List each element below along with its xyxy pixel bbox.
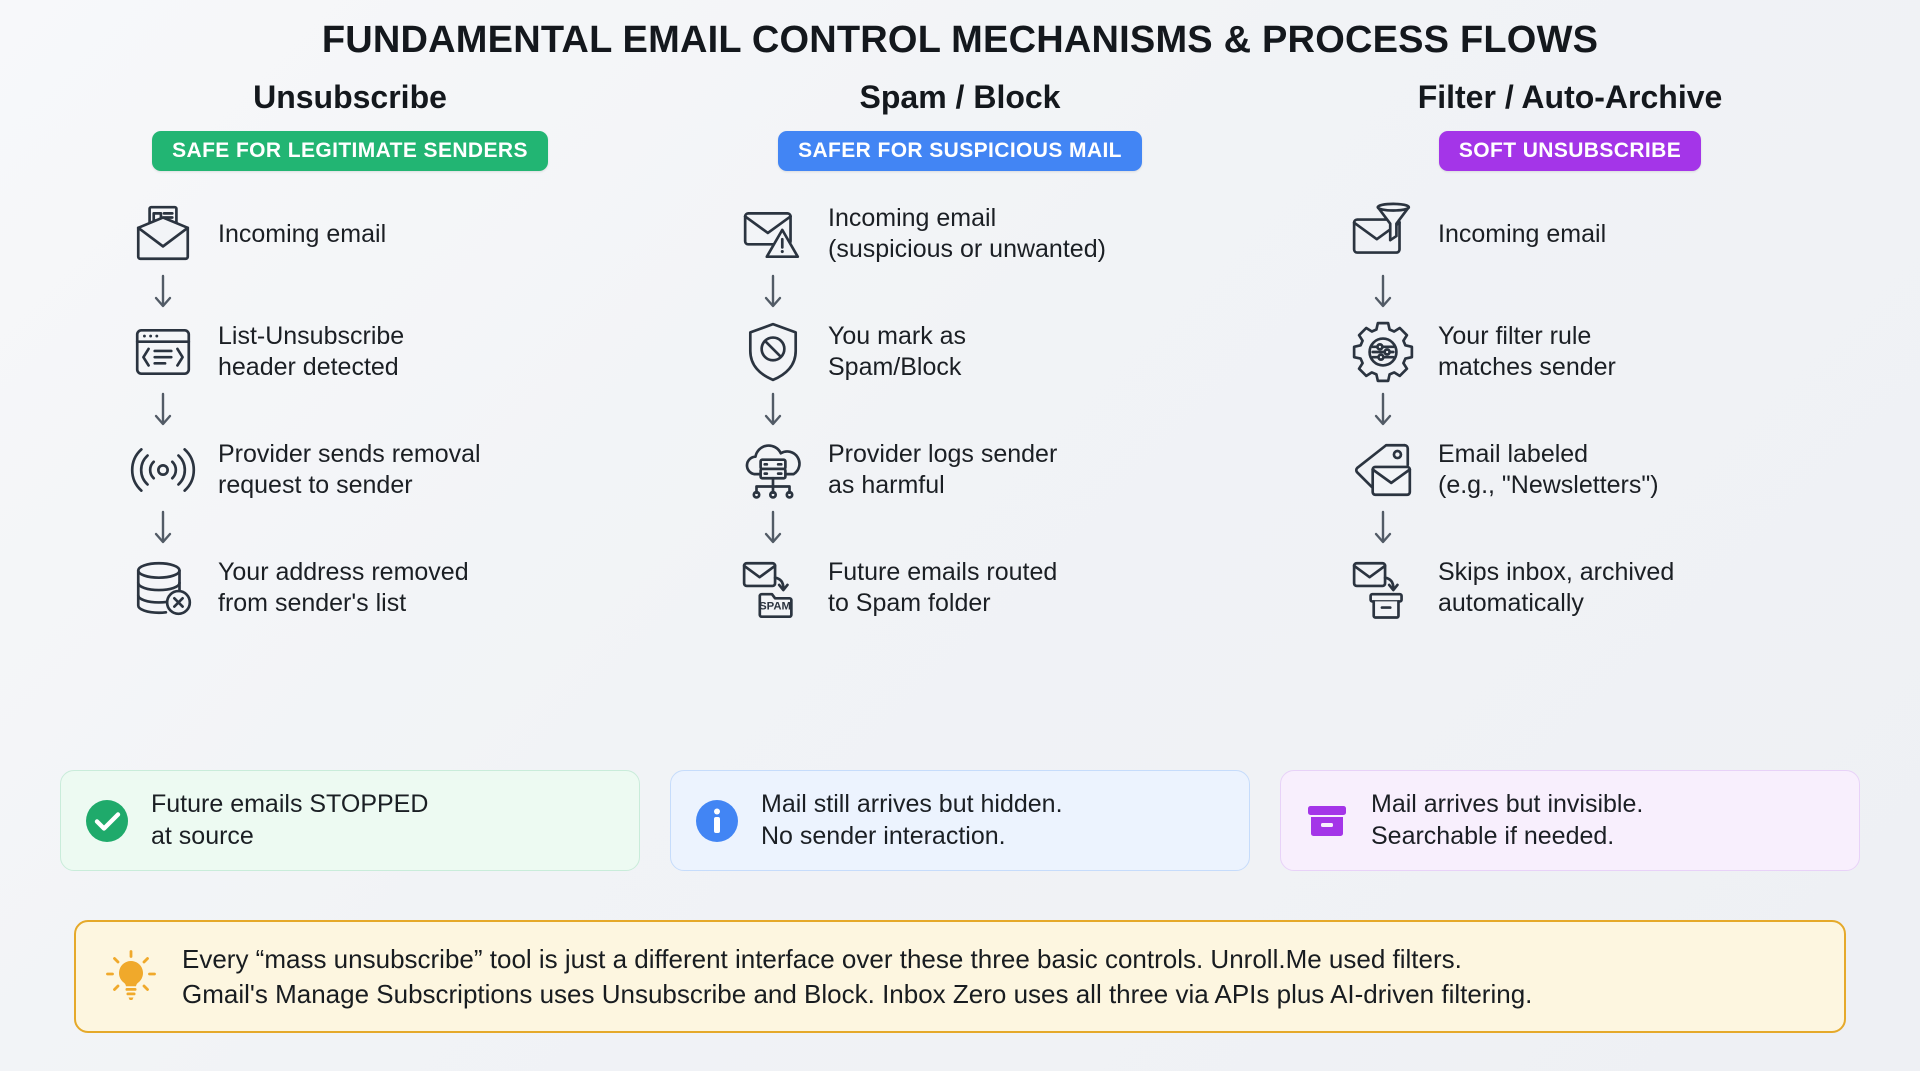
cloud-server-icon: [736, 433, 810, 507]
flow-arrow-down-icon: [736, 389, 810, 433]
column-title: Filter / Auto-Archive: [1417, 78, 1723, 115]
columns-container: Unsubscribe SAFE FOR LEGITIMATE SENDERS: [60, 78, 1860, 871]
step-item: List-Unsubscribe header detected: [126, 315, 404, 389]
newsletter-envelope-icon: [126, 197, 200, 271]
column-badge: SAFER FOR SUSPICIOUS MAIL: [778, 130, 1142, 171]
lightbulb-icon: [102, 948, 160, 1006]
summary-card-unsubscribe: Future emails STOPPED at source: [60, 770, 640, 871]
step-item: SPAM Future emails routed to Spam folder: [736, 551, 1057, 625]
step-text: You mark as Spam/Block: [828, 322, 967, 381]
step-text: Incoming email: [1438, 219, 1607, 248]
step-item: Your filter rule matches sender: [1346, 315, 1616, 389]
flow-arrow-down-icon: [126, 389, 200, 433]
flow-arrow-down-icon: [1346, 389, 1420, 433]
column-spam-block: Spam / Block SAFER FOR SUSPICIOUS MAIL: [670, 78, 1250, 871]
envelope-funnel-icon: [1346, 197, 1420, 271]
gear-sliders-icon: [1346, 315, 1420, 389]
step-text: Your filter rule matches sender: [1438, 322, 1616, 381]
column-body: Incoming email: [1280, 171, 1860, 871]
step-text: Your address removed from sender's list: [218, 558, 469, 617]
broadcast-signal-icon: [126, 433, 200, 507]
archive-box-icon: [1303, 797, 1351, 845]
flow-arrow-down-icon: [1346, 271, 1420, 315]
envelope-warning-icon: [736, 197, 810, 271]
column-badge: SOFT UNSUBSCRIBE: [1438, 130, 1702, 171]
steps-list: Incoming email: [1280, 197, 1860, 625]
footer-note: Every “mass unsubscribe” tool is just a …: [74, 920, 1846, 1033]
summary-text: Future emails STOPPED at source: [151, 790, 429, 850]
step-item: Provider logs sender as harmful: [736, 433, 1057, 507]
step-item: Email labeled (e.g., "Newsletters"): [1346, 433, 1659, 507]
code-window-icon: [126, 315, 200, 389]
step-text: Incoming email: [218, 219, 387, 248]
flow-arrow-down-icon: [126, 271, 200, 315]
steps-list: Incoming email: [60, 197, 640, 625]
summary-text: Mail still arrives but hidden. No sender…: [761, 790, 1063, 850]
column-body: Incoming email (suspicious or unwanted): [670, 171, 1250, 871]
step-text: List-Unsubscribe header detected: [218, 322, 405, 381]
column-badge: SAFE FOR LEGITIMATE SENDERS: [152, 130, 548, 171]
envelope-to-spam-folder-icon: SPAM: [736, 551, 810, 625]
step-item: You mark as Spam/Block: [736, 315, 966, 389]
summary-card-spam-block: Mail still arrives but hidden. No sender…: [670, 770, 1250, 871]
step-item: Provider sends removal request to sender: [126, 433, 481, 507]
step-text: Provider logs sender as harmful: [828, 440, 1058, 499]
column-title: Unsubscribe: [253, 78, 447, 115]
column-unsubscribe: Unsubscribe SAFE FOR LEGITIMATE SENDERS: [60, 78, 640, 871]
page-title: FUNDAMENTAL EMAIL CONTROL MECHANISMS & P…: [321, 19, 1599, 61]
column-title: Spam / Block: [859, 78, 1061, 115]
step-text: Email labeled (e.g., "Newsletters"): [1438, 440, 1659, 499]
summary-card-filter-auto-archive: Mail arrives but invisible. Searchable i…: [1280, 770, 1860, 871]
steps-list: Incoming email (suspicious or unwanted): [670, 197, 1250, 625]
svg-text:SPAM: SPAM: [759, 601, 791, 613]
check-circle-icon: [83, 797, 131, 845]
shield-block-icon: [736, 315, 810, 389]
step-item: Incoming email: [126, 197, 386, 271]
column-body: Incoming email: [60, 171, 640, 871]
step-item: Skips inbox, archived automatically: [1346, 551, 1674, 625]
column-filter-auto-archive: Filter / Auto-Archive SOFT UNSUBSCRIBE: [1280, 78, 1860, 871]
database-remove-icon: [126, 551, 200, 625]
step-item: Your address removed from sender's list: [126, 551, 469, 625]
step-item: Incoming email: [1346, 197, 1606, 271]
flow-arrow-down-icon: [126, 507, 200, 551]
footer-text: Every “mass unsubscribe” tool is just a …: [182, 944, 1533, 1009]
flow-arrow-down-icon: [736, 271, 810, 315]
tag-envelope-icon: [1346, 433, 1420, 507]
step-text: Future emails routed to Spam folder: [828, 558, 1058, 617]
flow-arrow-down-icon: [1346, 507, 1420, 551]
step-text: Incoming email (suspicious or unwanted): [828, 204, 1106, 263]
summary-text: Mail arrives but invisible. Searchable i…: [1371, 790, 1644, 850]
flow-arrow-down-icon: [736, 507, 810, 551]
step-item: Incoming email (suspicious or unwanted): [736, 197, 1106, 271]
step-text: Skips inbox, archived automatically: [1438, 558, 1675, 617]
step-text: Provider sends removal request to sender: [218, 440, 481, 499]
info-circle-icon: [693, 797, 741, 845]
envelope-to-archive-box-icon: [1346, 551, 1420, 625]
